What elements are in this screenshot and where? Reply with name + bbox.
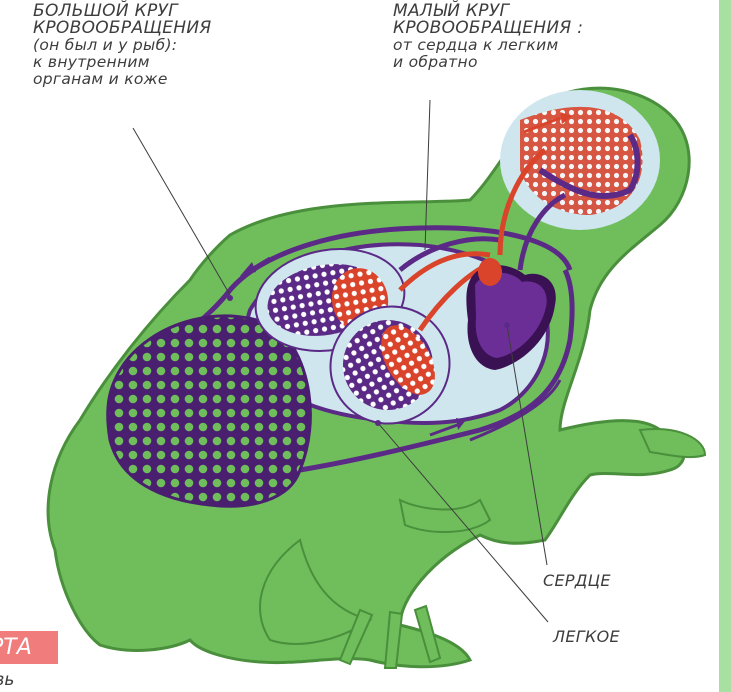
blood-fragment: овь — [0, 670, 14, 690]
aorta-highlight: РТА — [0, 631, 58, 664]
big-circle-sub-1: (он был и у рыб): — [33, 37, 212, 54]
blood-fragment-text: овь — [0, 670, 30, 690]
label-big-circle: БОЛЬШОЙ КРУГ КРОВООБРАЩЕНИЯ (он был и у … — [33, 3, 212, 88]
small-circle-sub-1: от сердца к легким — [393, 37, 583, 54]
big-circle-sub-2: к внутренним — [33, 54, 212, 71]
leader-dot-big — [227, 295, 233, 301]
label-small-circle: МАЛЫЙ КРУГ КРОВООБРАЩЕНИЯ : от сердца к … — [393, 3, 583, 71]
small-circle-sub-2: и обратно — [393, 54, 583, 71]
aorta-fragment: РТА — [0, 635, 32, 660]
right-accent-stripe — [719, 0, 731, 692]
small-circle-title-2: КРОВООБРАЩЕНИЯ : — [393, 20, 583, 37]
head-capillaries — [500, 90, 660, 230]
big-circle-sub-3: органам и коже — [33, 71, 212, 88]
label-lung: ЛЕГКОЕ — [553, 628, 620, 645]
big-circle-title-2: КРОВООБРАЩЕНИЯ — [33, 20, 212, 37]
leader-dot-lung — [375, 420, 381, 426]
leader-dot-heart — [504, 322, 510, 328]
label-heart: СЕРДЦЕ — [543, 572, 611, 589]
